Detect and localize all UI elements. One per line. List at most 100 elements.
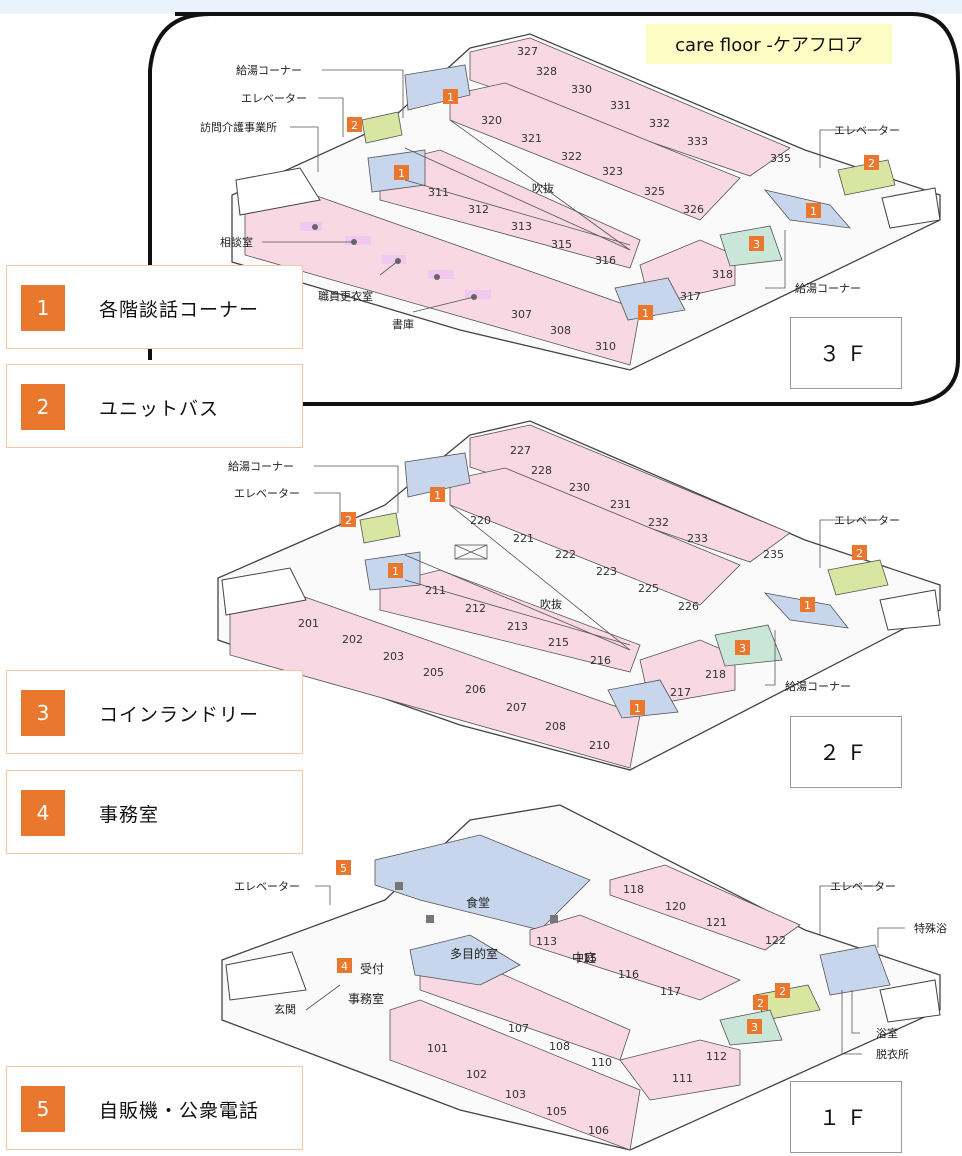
marker-1: 1 [430, 487, 445, 502]
label-tokushu-1f: 特殊浴 [914, 921, 947, 935]
label-yokushitsu-1f: 浴室 [876, 1026, 898, 1040]
room-number-332: 332 [649, 117, 670, 130]
label-kyuto-top-2f: 給湯コーナー [228, 459, 294, 473]
room-number-122: 122 [765, 934, 786, 947]
svg-text:1: 1 [810, 205, 817, 218]
room-number-107: 107 [508, 1022, 529, 1035]
marker-1: 1 [806, 203, 821, 218]
room-numbers-3f: 3273283303313323333353203213223233253263… [428, 45, 791, 353]
room-number-225: 225 [638, 582, 659, 595]
label-elevator-right-2f: エレベーター [834, 514, 900, 527]
marker-2: 2 [775, 983, 790, 998]
legend-item-2: 2 ユニットバス [6, 364, 303, 448]
room-number-321: 321 [521, 132, 542, 145]
marker-5: 5 [336, 860, 351, 875]
room-number-120: 120 [665, 900, 686, 913]
top-strip [0, 0, 962, 14]
labels-1f [305, 885, 905, 1055]
svg-text:1: 1 [434, 489, 441, 502]
room-numbers-2f: 2272282302312322332352202212222232252262… [298, 444, 784, 752]
marker-4: 4 [337, 958, 352, 973]
label-elevator-left-1f: エレベーター [234, 880, 300, 893]
room-number-312: 312 [468, 203, 489, 216]
svg-text:2: 2 [351, 119, 358, 132]
room-number-116: 116 [618, 968, 639, 981]
label-datsuijo-1f: 脱衣所 [876, 1047, 909, 1061]
room-number-320: 320 [481, 114, 502, 127]
room-number-317: 317 [680, 290, 701, 303]
legend-text: 自販機・公衆電話 [99, 1099, 260, 1122]
svg-text:3: 3 [751, 1021, 758, 1034]
label-nakaniwa-1f: 中庭 [572, 950, 596, 965]
room-number-212: 212 [465, 602, 486, 615]
svg-text:2: 2 [868, 157, 875, 170]
room-number-327: 327 [517, 45, 538, 58]
label-elevator-right-1f: エレベーター [830, 880, 896, 893]
room-number-315: 315 [551, 238, 572, 251]
room-number-205: 205 [423, 666, 444, 679]
svg-text:2: 2 [345, 514, 352, 527]
legend-item-5: 5 自販機・公衆電話 [6, 1066, 303, 1150]
room-number-311: 311 [428, 186, 449, 199]
room-number-112: 112 [706, 1050, 727, 1063]
room-number-228: 228 [531, 464, 552, 477]
room-number-322: 322 [561, 150, 582, 163]
svg-text:1: 1 [447, 91, 454, 104]
svg-text:1: 1 [398, 167, 405, 180]
label-shokuin-3f: 職員更衣室 [318, 289, 373, 303]
room-number-103: 103 [505, 1088, 526, 1101]
room-number-110: 110 [591, 1056, 612, 1069]
legend-text: コインランドリー [99, 703, 260, 726]
room-number-102: 102 [466, 1068, 487, 1081]
svg-text:2: 2 [779, 985, 786, 998]
marker-1: 1 [800, 597, 815, 612]
floor-2f-plan [217, 420, 941, 771]
marker-2: 2 [341, 512, 356, 527]
label-elevator-left-2f: エレベーター [234, 487, 300, 500]
room-number-318: 318 [712, 268, 733, 281]
labels-3f [262, 69, 880, 313]
legend-text: ユニットバス [99, 397, 220, 420]
legend-number: 4 [21, 790, 65, 836]
marker-3: 3 [749, 236, 764, 251]
room-number-101: 101 [427, 1042, 448, 1055]
room-number-111: 111 [672, 1072, 693, 1085]
room-number-325: 325 [644, 185, 665, 198]
care-floor-frame [148, 12, 960, 406]
marker-1: 1 [443, 89, 458, 104]
room-number-121: 121 [706, 916, 727, 929]
svg-text:2: 2 [856, 547, 863, 560]
legend-text: 各階談話コーナー [99, 298, 260, 321]
room-number-235: 235 [763, 548, 784, 561]
svg-text:1: 1 [392, 565, 399, 578]
room-number-227: 227 [510, 444, 531, 457]
room-number-213: 213 [507, 620, 528, 633]
room-number-210: 210 [589, 739, 610, 752]
room-number-326: 326 [683, 203, 704, 216]
room-number-106: 106 [588, 1124, 609, 1137]
room-number-323: 323 [602, 165, 623, 178]
label-elevator-right-3f: エレベーター [834, 124, 900, 137]
floor-label-2f: ２Ｆ [790, 716, 902, 788]
room-number-215: 215 [548, 636, 569, 649]
legend-item-1: 1 各階談話コーナー [6, 265, 303, 349]
room-number-118: 118 [623, 883, 644, 896]
marker-3: 3 [747, 1019, 762, 1034]
room-number-333: 333 [687, 135, 708, 148]
room-number-308: 308 [550, 324, 571, 337]
room-number-217: 217 [670, 686, 691, 699]
legend-text: 事務室 [99, 803, 160, 826]
legend-item-3: 3 コインランドリー [6, 670, 303, 754]
room-number-330: 330 [571, 83, 592, 96]
label-genkan-1f: 玄関 [274, 1002, 296, 1016]
marker-1: 1 [630, 700, 645, 715]
room-number-207: 207 [506, 701, 527, 714]
label-houmon-3f: 訪問介護事業所 [200, 120, 277, 134]
label-soudan-3f: 相談室 [220, 235, 253, 249]
legend-item-4: 4 事務室 [6, 770, 303, 854]
legend-number: 1 [21, 285, 65, 331]
label-kyuto-top-3f: 給湯コーナー [236, 63, 302, 77]
room-number-208: 208 [545, 720, 566, 733]
